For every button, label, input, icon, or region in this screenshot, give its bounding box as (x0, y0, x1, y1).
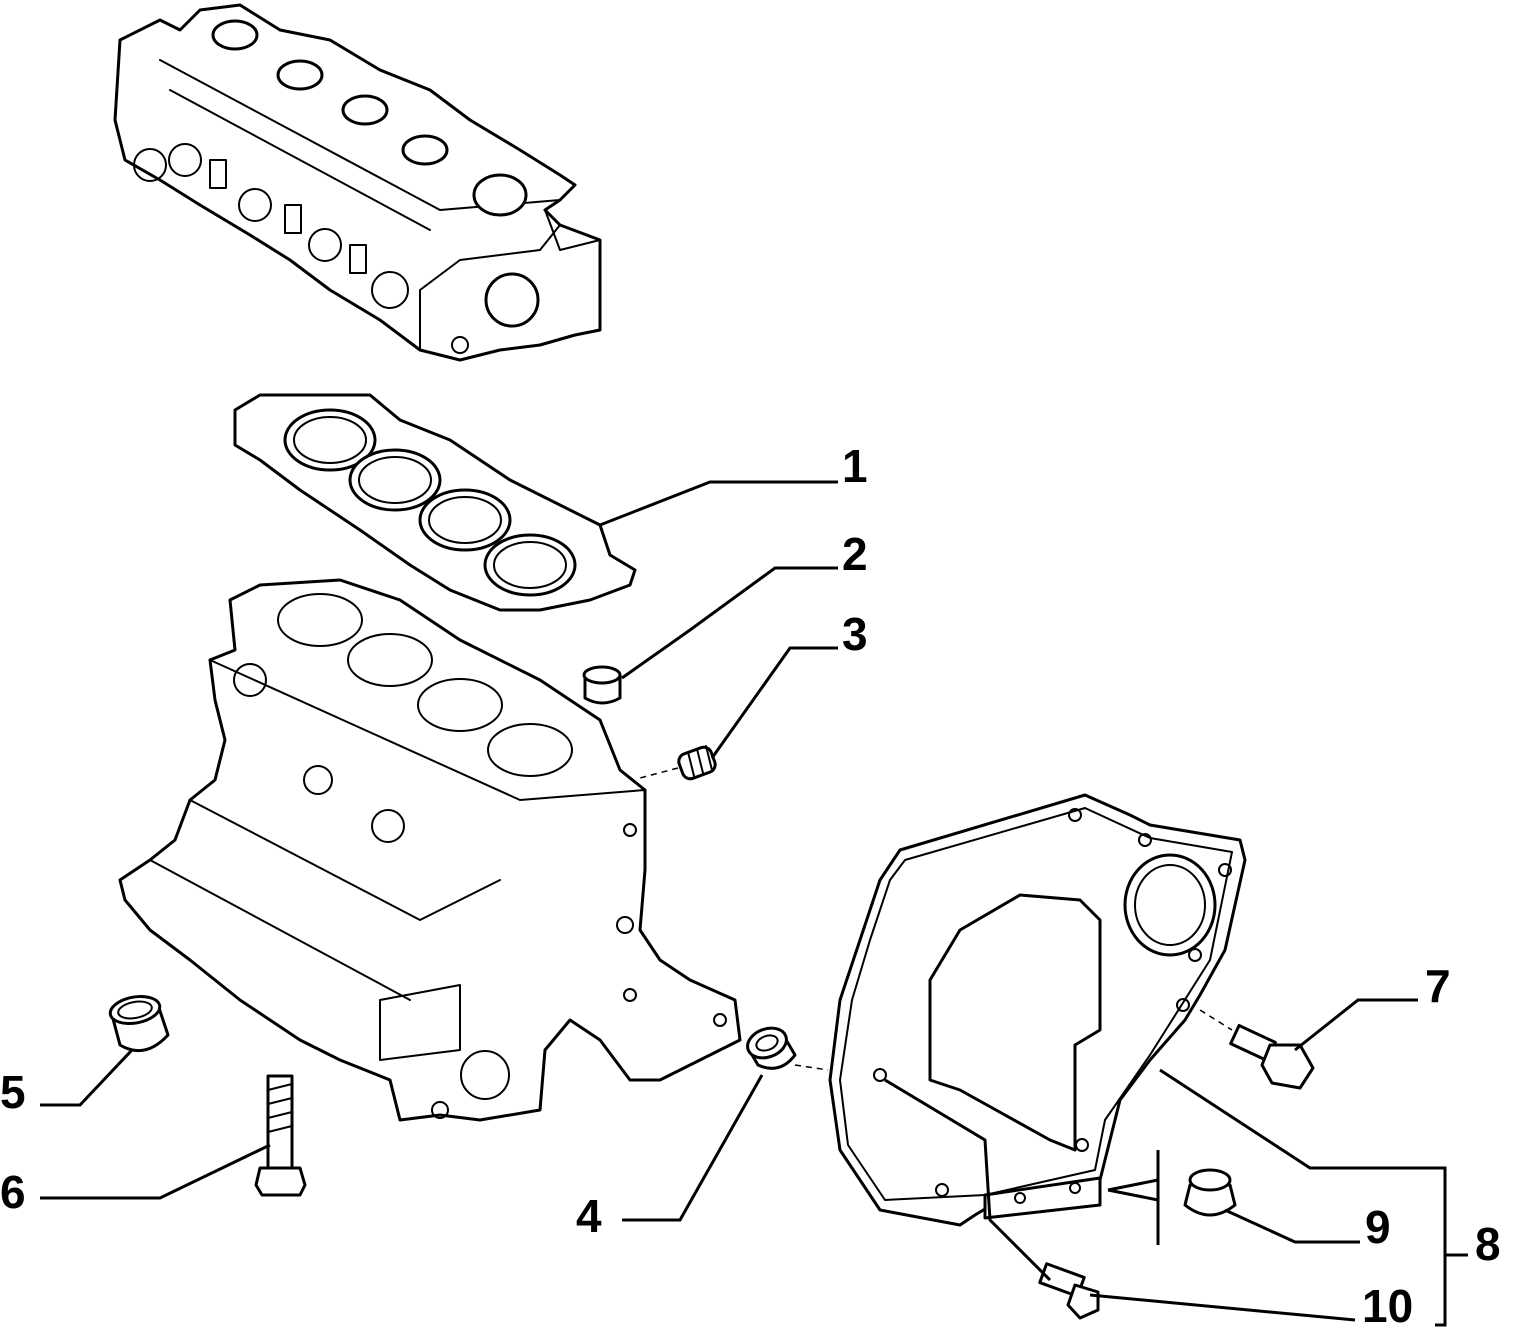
leader-2 (621, 566, 838, 680)
cylinder-head (113, 3, 602, 362)
long-bolt (254, 1074, 307, 1197)
bracket-symbol (1107, 1150, 1160, 1245)
dashed-guide-3 (639, 767, 679, 779)
leader-6 (40, 1143, 271, 1200)
dashed-guide-4 (794, 1064, 829, 1071)
leader-5 (40, 1048, 134, 1107)
leader-7 (1294, 998, 1418, 1052)
callout-6: 6 (0, 1166, 26, 1218)
screw (1038, 1262, 1100, 1320)
cap-plug (1183, 1168, 1237, 1217)
leader-lines (40, 480, 1468, 1327)
cover-plate (828, 793, 1247, 1227)
leader-4 (622, 1074, 764, 1222)
bushing (746, 1026, 797, 1070)
callout-3: 3 (842, 608, 868, 660)
leader-8 (1159, 1068, 1468, 1327)
seal-ring (108, 994, 170, 1053)
head-gasket (233, 393, 637, 612)
cover-bolt (1229, 1023, 1315, 1090)
dowel-sleeve (582, 665, 622, 705)
threaded-plug (677, 745, 717, 781)
callout-5: 5 (0, 1066, 26, 1118)
engine-block (118, 578, 742, 1122)
callout-1: 1 (842, 440, 868, 492)
callout-8: 8 (1475, 1218, 1501, 1270)
leader-10 (884, 1078, 1356, 1322)
leader-1 (599, 480, 838, 527)
callout-7: 7 (1425, 960, 1451, 1012)
callout-10: 10 (1362, 1280, 1413, 1331)
callout-4: 4 (576, 1190, 602, 1242)
callout-2: 2 (842, 528, 868, 580)
leader-3 (710, 646, 838, 759)
leader-9 (1224, 1208, 1360, 1244)
callout-9: 9 (1365, 1201, 1391, 1253)
dashed-guide-7 (1199, 1009, 1233, 1031)
